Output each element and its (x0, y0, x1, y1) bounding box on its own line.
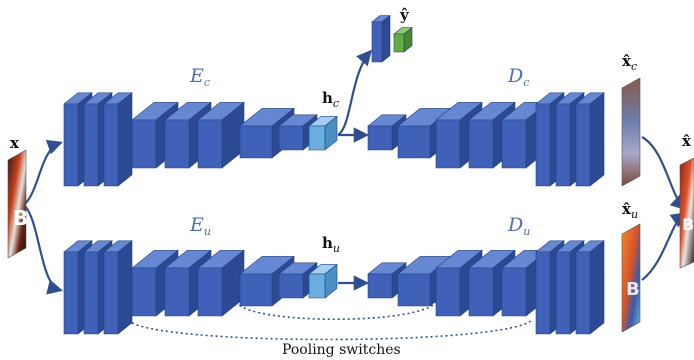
encoder-u-label: Eu (189, 214, 211, 238)
input-label: x (10, 134, 20, 152)
recon-c-to-sum-arrow (641, 136, 687, 211)
connectors (23, 49, 687, 341)
encoder-c-label: Ec (189, 65, 210, 89)
input-to-top-encoder-arrow (23, 139, 63, 206)
recon-total-label: x̂ (682, 132, 692, 150)
prediction-output-block (393, 26, 413, 53)
bottom-dec-slab-3 (575, 240, 605, 335)
recon-u-image: B (621, 223, 641, 333)
network-blocks (63, 14, 605, 335)
top-enc-slab-3 (103, 92, 133, 187)
pooling-switch-inner-link (235, 301, 437, 320)
decoder-u-label: Du (507, 214, 530, 238)
labels: x Ec Eu Dc Du hc hu ŷ x̂c x̂u x̂ Pooling… (10, 6, 692, 358)
recon-u-to-sum-arrow (641, 212, 687, 281)
pooling-switches-caption: Pooling switches (282, 342, 401, 358)
top-dec-slab-3 (575, 92, 605, 187)
input-image: B (7, 149, 28, 259)
svg-text:B: B (626, 279, 640, 300)
image-thumbnails: B B B (7, 77, 694, 333)
latent-c-label: hc (322, 89, 339, 110)
bottom-enc-block-3 (197, 249, 245, 317)
prediction-label: ŷ (399, 6, 410, 24)
predictor-block (371, 14, 391, 63)
recon-c-image (621, 77, 641, 187)
decoder-c-label: Dc (507, 65, 529, 89)
top-enc-block-3 (197, 101, 245, 169)
pooling-switch-outer-link (127, 319, 533, 341)
latent-u-label: hu (322, 234, 340, 255)
input-to-bottom-encoder-arrow (23, 204, 63, 295)
recon-u-label: x̂u (622, 200, 638, 221)
recon-c-label: x̂c (622, 52, 637, 73)
bottom-latent (308, 263, 338, 299)
top-latent (308, 115, 338, 151)
svg-text:B: B (13, 206, 28, 230)
svg-text:B: B (682, 215, 694, 234)
bottom-enc-slab-3 (103, 240, 133, 335)
recon-total-image: B (679, 157, 694, 269)
latent-c-to-predictor-arrow (337, 49, 373, 136)
